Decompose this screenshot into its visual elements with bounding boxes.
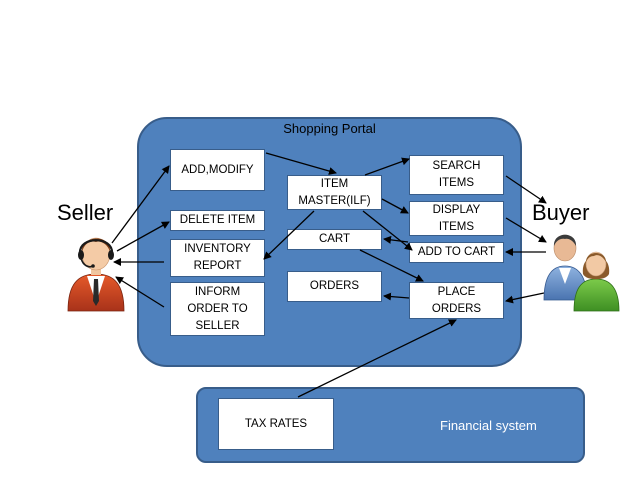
display-items-box: DISPLAY ITEMS <box>409 201 504 236</box>
seller-label: Seller <box>57 200 114 225</box>
add-to-cart-box: ADD TO CART <box>409 242 504 263</box>
seller-icon <box>67 237 125 312</box>
arrow-item-master-to-display <box>381 198 409 214</box>
delete-item-box: DELETE ITEM <box>170 210 265 231</box>
arrow-seller-to-add-modify <box>111 165 170 244</box>
add-modify-box: ADD,MODIFY <box>170 149 265 191</box>
buyer-label: Buyer <box>532 200 590 225</box>
tax-rates-box: TAX RATES <box>218 398 334 450</box>
arrow-add-modify-to-item-master <box>265 152 337 175</box>
inform-order-box: INFORM ORDER TO SELLER <box>170 282 265 336</box>
arrow-seller-to-delete-item <box>116 221 170 252</box>
search-items-box: SEARCH ITEMS <box>409 155 504 195</box>
orders-box: ORDERS <box>287 271 382 302</box>
arrow-place-orders-to-orders <box>383 292 410 301</box>
inventory-report-box: INVENTORY REPORT <box>170 239 265 277</box>
arrow-item-master-to-inventory <box>263 210 315 260</box>
arrow-add-to-cart-to-cart <box>383 235 409 244</box>
cart-box: CART <box>287 229 382 250</box>
financial-system-label: Financial system <box>440 418 537 433</box>
shopping-portal-title: Shopping Portal <box>283 121 376 136</box>
arrow-tax-rates-to-place-orders <box>297 319 457 398</box>
place-orders-box: PLACE ORDERS <box>409 282 504 319</box>
arrow-cart-to-place-orders <box>359 249 424 282</box>
arrow-display-to-buyer <box>505 217 547 243</box>
arrow-buyer-to-place-orders <box>505 292 545 304</box>
item-master-box: ITEM MASTER(ILF) <box>287 175 382 210</box>
buyer-man-icon <box>543 234 588 301</box>
arrow-item-master-to-search <box>364 157 410 176</box>
buyer-woman-icon <box>573 251 620 312</box>
arrow-item-master-to-add-to-cart <box>362 210 413 251</box>
arrow-inform-to-seller <box>115 276 165 308</box>
arrow-search-to-buyer <box>505 175 547 204</box>
